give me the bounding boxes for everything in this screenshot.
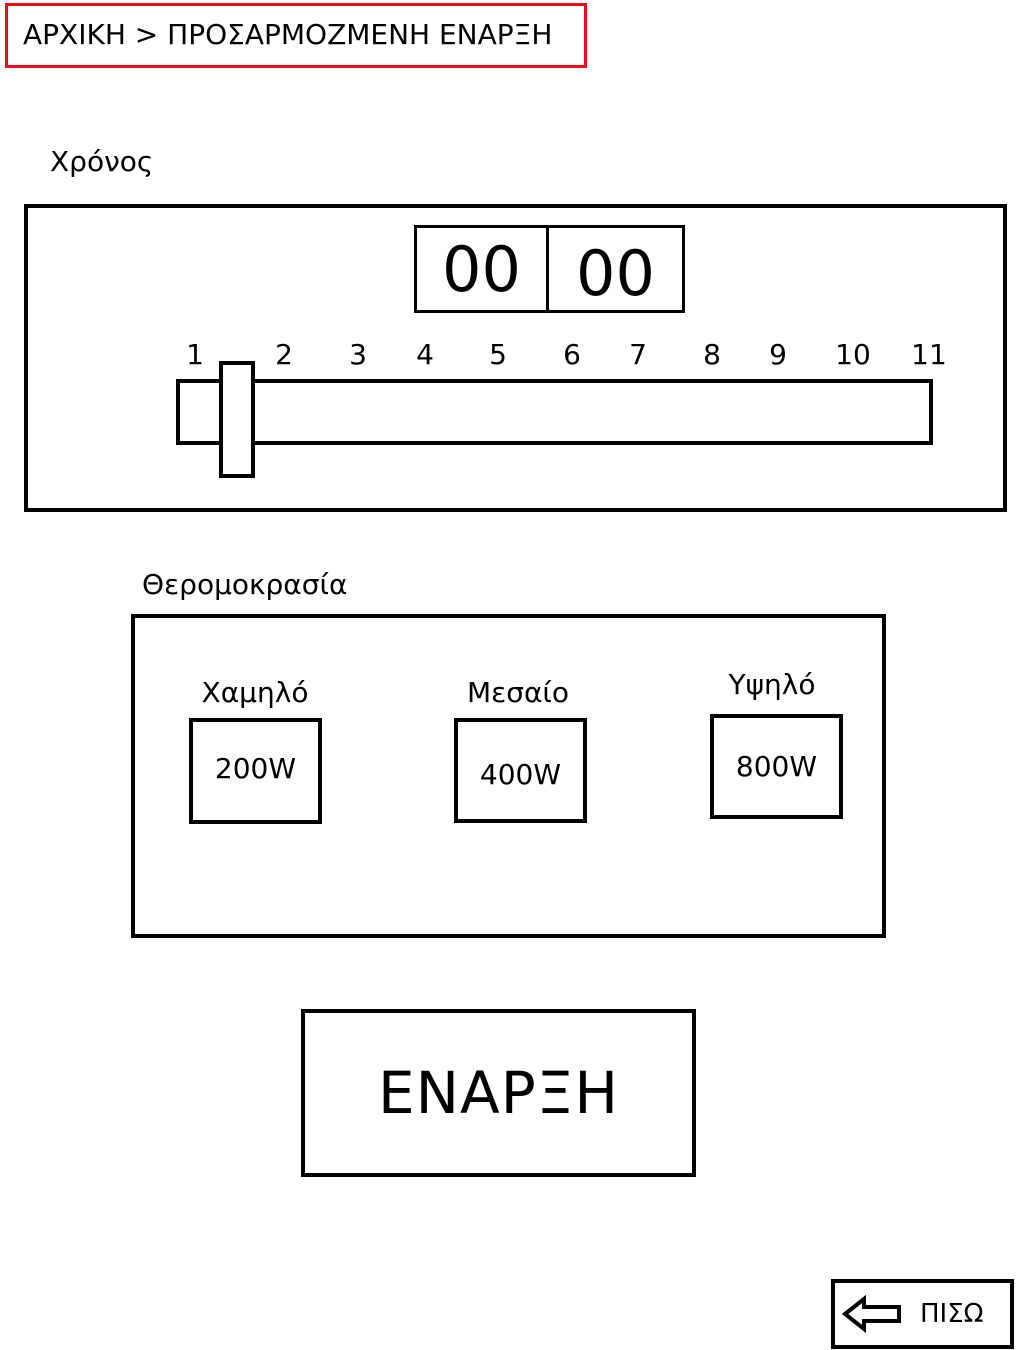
temp-medium-label: Μεσαίο	[466, 676, 570, 709]
slider-tick: 3	[349, 338, 367, 371]
temp-low-value: 200W	[214, 751, 297, 785]
back-button[interactable]: ΠΙΣΩ	[831, 1279, 1014, 1349]
slider-tick: 9	[769, 338, 787, 371]
slider-tick: 4	[416, 338, 434, 371]
temp-high-button[interactable]: 800W	[710, 714, 843, 819]
back-button-label: ΠΙΣΩ	[920, 1299, 984, 1329]
temp-high-label: Υψηλό	[728, 668, 816, 701]
slider-tick: 10	[835, 338, 871, 371]
temperature-panel	[131, 614, 886, 938]
arrow-left-icon	[842, 1294, 901, 1334]
time-panel	[24, 204, 1007, 512]
slider-tick: 2	[275, 338, 293, 371]
start-button[interactable]: ΕΝΑΡΞΗ	[301, 1009, 696, 1177]
start-button-label: ΕΝΑΡΞΗ	[378, 1059, 619, 1127]
minutes-display[interactable]: 00	[546, 225, 685, 313]
slider-tick: 5	[489, 338, 507, 371]
time-display: 00 00	[414, 225, 685, 313]
slider-tick: 8	[703, 338, 721, 371]
time-slider-track[interactable]	[176, 379, 933, 445]
temp-medium-value: 400W	[479, 758, 562, 791]
temp-high-value: 800W	[735, 750, 818, 783]
time-label: Χρόνος	[50, 145, 154, 178]
slider-tick: 6	[563, 338, 581, 371]
slider-tick: 11	[911, 338, 947, 371]
temp-low-button[interactable]: 200W	[189, 718, 322, 824]
temperature-label: Θερομοκρασία	[142, 568, 348, 601]
time-slider-thumb[interactable]	[219, 361, 255, 478]
breadcrumb[interactable]: ΑΡΧΙΚΗ > ΠΡΟΣΑΡΜΟΖΜΕΝΗ ΕΝΑΡΞΗ	[5, 3, 587, 68]
breadcrumb-text: ΑΡΧΙΚΗ > ΠΡΟΣΑΡΜΟΖΜΕΝΗ ΕΝΑΡΞΗ	[23, 18, 553, 51]
slider-tick: 7	[629, 338, 647, 371]
hours-display[interactable]: 00	[414, 225, 549, 313]
temp-medium-button[interactable]: 400W	[454, 718, 587, 823]
slider-tick: 1	[186, 338, 204, 371]
temp-low-label: Χαμηλό	[201, 676, 309, 709]
